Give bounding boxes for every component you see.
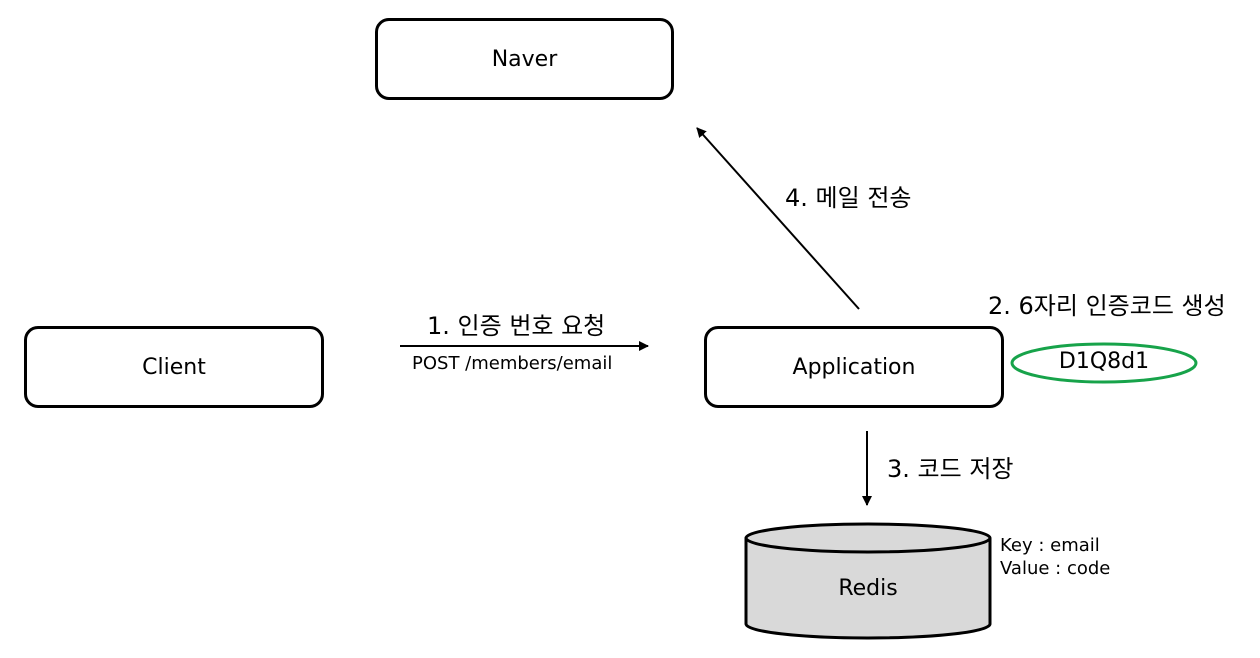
application-label: Application	[792, 354, 916, 380]
step2-label: 2. 6자리 인증코드 생성	[988, 292, 1226, 320]
client-label: Client	[142, 354, 206, 380]
code-text: D1Q8d1	[1058, 349, 1150, 374]
step3-label: 3. 코드 저장	[887, 455, 1014, 483]
naver-label: Naver	[491, 46, 558, 72]
step4-label: 4. 메일 전송	[785, 184, 912, 212]
application-node: Application	[704, 326, 1004, 408]
redis-label: Redis	[838, 576, 898, 601]
step1-endpoint: POST /members/email	[412, 353, 613, 374]
arrow-application-to-naver	[696, 127, 860, 310]
code-ellipse	[1010, 342, 1198, 384]
step1-label: 1. 인증 번호 요청	[427, 312, 606, 340]
client-node: Client	[24, 326, 324, 408]
redis-key-note: Key : email	[1000, 535, 1100, 556]
naver-node: Naver	[375, 18, 674, 100]
redis-value-note: Value : code	[1000, 558, 1111, 579]
redis-cylinder	[744, 522, 992, 640]
